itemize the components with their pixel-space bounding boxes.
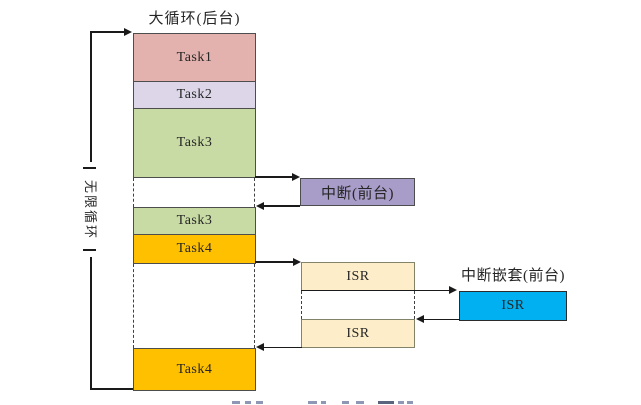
loop-arrowhead xyxy=(124,27,132,36)
suspend-dash-left-1 xyxy=(133,178,134,207)
caption-fragment xyxy=(407,401,413,404)
isr-box-first: ISR xyxy=(301,262,415,291)
task4-box-second: Task4 xyxy=(133,348,256,391)
task4-label: Task4 xyxy=(176,361,213,377)
isr-return-line xyxy=(264,346,302,348)
infinite-loop-label: 无限循环 xyxy=(83,179,99,240)
suspend-dash-right-1 xyxy=(254,178,255,207)
caption-fragment xyxy=(245,401,251,404)
task3-label: Task3 xyxy=(176,213,213,228)
isr1-call-line xyxy=(255,261,294,263)
task1-label: Task1 xyxy=(176,49,213,65)
loop-left-line-lower xyxy=(90,257,92,389)
task3-label: Task3 xyxy=(176,135,213,150)
loop-left-line-upper xyxy=(90,31,92,162)
isr-suspend-dash-left xyxy=(301,291,302,319)
isr-return-arrowhead xyxy=(256,343,264,351)
task1-box: Task1 xyxy=(133,33,256,82)
background-loop-title: 大循环(后台) xyxy=(148,11,241,27)
isr-suspend-dash-right xyxy=(414,291,415,319)
interrupt-return-line xyxy=(264,205,300,207)
task3-box-second: Task3 xyxy=(133,207,256,235)
task4-box-first: Task4 xyxy=(133,234,256,264)
suspend-dash-left-2 xyxy=(133,264,134,348)
isr-box-second: ISR xyxy=(301,319,415,348)
interrupt-return-arrowhead xyxy=(256,201,264,210)
nested-interrupt-caption: 中断嵌套(前台) xyxy=(461,268,565,284)
task4-label: Task4 xyxy=(176,241,213,256)
caption-fragment xyxy=(356,401,364,404)
suspend-dash-right-2 xyxy=(254,264,255,348)
interrupt-call-arrowhead xyxy=(292,172,300,181)
interrupt-label: 中断(前台) xyxy=(321,185,394,202)
nested-call-arrowhead xyxy=(449,286,457,294)
caption-fragment xyxy=(342,401,349,404)
task2-label: Task2 xyxy=(176,87,213,102)
isr1-call-arrowhead xyxy=(293,257,301,266)
loop-top-line xyxy=(90,31,124,33)
caption-fragment xyxy=(398,401,404,404)
loop-label-tick-top xyxy=(83,167,96,169)
interrupt-call-line xyxy=(255,176,293,178)
caption-fragment xyxy=(308,401,317,404)
caption-fragment xyxy=(321,401,326,404)
nested-return-line xyxy=(424,318,460,320)
task2-box: Task2 xyxy=(133,81,256,109)
loop-bottom-line xyxy=(90,388,134,390)
task3-box-first: Task3 xyxy=(133,108,256,178)
isr-box-nested: ISR xyxy=(459,291,567,321)
caption-fragment xyxy=(378,401,394,404)
nested-return-arrowhead xyxy=(416,315,424,323)
loop-label-tick-bottom xyxy=(83,249,96,251)
caption-fragment xyxy=(232,401,240,404)
isr-label: ISR xyxy=(346,268,370,284)
caption-fragment xyxy=(256,401,263,404)
nested-call-line xyxy=(301,289,449,291)
isr-label: ISR xyxy=(501,298,525,313)
isr-label: ISR xyxy=(346,325,370,341)
interrupt-box: 中断(前台) xyxy=(300,178,415,206)
